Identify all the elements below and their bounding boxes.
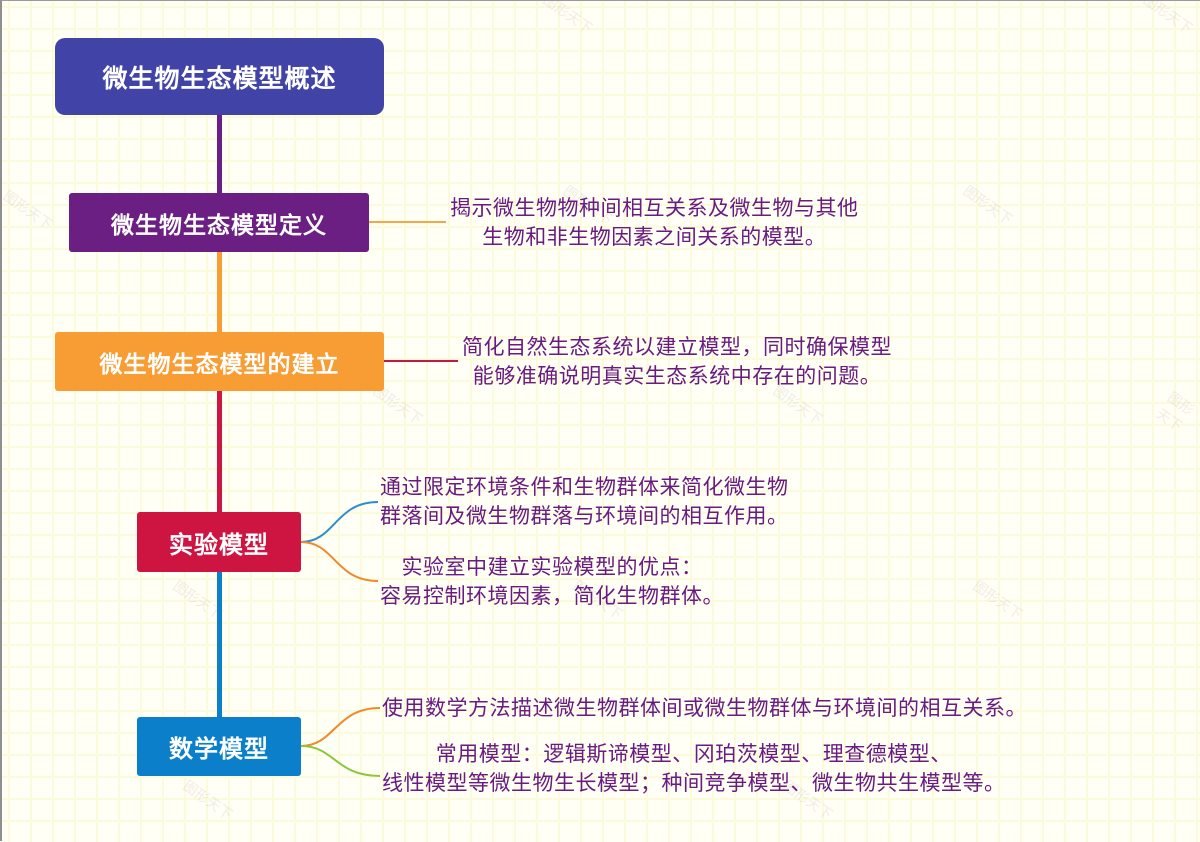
watermark: 图形天下 bbox=[969, 578, 1025, 624]
branch-node-experimental[interactable]: 实验模型 bbox=[137, 512, 301, 572]
leaf-mathematical-2[interactable]: 常用模型：逻辑斯谛模型、冈珀茨模型、理查德模型、 线性模型等微生物生长模型；种间… bbox=[382, 740, 1006, 798]
leaf-experimental-2[interactable]: 实验室中建立实验模型的优点： 容易控制环境因素，简化生物群体。 bbox=[380, 553, 724, 611]
watermark: 图形天下 bbox=[1152, 389, 1197, 436]
leaf-line: 通过限定环境条件和生物群体来简化微生物 bbox=[380, 475, 789, 499]
branch-node-label: 实验模型 bbox=[169, 530, 269, 559]
branch-node-definition[interactable]: 微生物生态模型定义 bbox=[69, 193, 369, 252]
leaf-definition[interactable]: 揭示微生物物种间相互关系及微生物与其他 生物和非生物因素之间关系的模型。 bbox=[450, 194, 859, 252]
leaf-line: 揭示微生物物种间相互关系及微生物与其他 bbox=[450, 196, 859, 220]
watermark: 图形天下 bbox=[959, 183, 1015, 229]
watermark: 图形天下 bbox=[0, 188, 55, 234]
leaf-line: 线性模型等微生物生长模型；种间竞争模型、微生物共生模型等。 bbox=[382, 771, 1006, 795]
leaf-mathematical-1[interactable]: 使用数学方法描述微生物群体间或微生物群体与环境间的相互关系。 bbox=[382, 694, 1027, 723]
branch-node-building[interactable]: 微生物生态模型的建立 bbox=[55, 332, 384, 391]
connector-definition-building bbox=[217, 252, 222, 332]
connector-building-experimental bbox=[217, 391, 222, 512]
leaf-line: 容易控制环境因素，简化生物群体。 bbox=[380, 584, 724, 608]
leaf-line: 使用数学方法描述微生物群体间或微生物群体与环境间的相互关系。 bbox=[382, 696, 1027, 720]
root-node-label: 微生物生态模型概述 bbox=[102, 63, 337, 93]
leaf-experimental-1[interactable]: 通过限定环境条件和生物群体来简化微生物 群落间及微生物群落与环境间的相互作用。 bbox=[380, 473, 789, 531]
leaf-line: 实验室中建立实验模型的优点： bbox=[401, 555, 703, 579]
branch-node-label: 数学模型 bbox=[169, 735, 269, 763]
branch-node-label: 微生物生态模型定义 bbox=[111, 212, 327, 239]
leaf-line: 简化自然生态系统以建立模型，同时确保模型 bbox=[462, 335, 892, 359]
watermark: 图形天下 bbox=[539, 0, 595, 38]
watermark: 图形天下 bbox=[179, 778, 235, 824]
leaf-line: 能够准确说明真实生态系统中存在的问题。 bbox=[472, 364, 882, 388]
leaf-line: 常用模型：逻辑斯谛模型、冈珀茨模型、理查德模型、 bbox=[435, 742, 952, 766]
leaf-building[interactable]: 简化自然生态系统以建立模型，同时确保模型 能够准确说明真实生态系统中存在的问题。 bbox=[462, 333, 892, 391]
leaf-line: 群落间及微生物群落与环境间的相互作用。 bbox=[380, 504, 789, 528]
connector-experimental-mathematical bbox=[217, 572, 222, 717]
leaf-line: 生物和非生物因素之间关系的模型。 bbox=[482, 225, 827, 249]
connector-root-definition bbox=[217, 115, 222, 193]
watermark: 图形天下 bbox=[1139, 0, 1195, 38]
branch-node-mathematical[interactable]: 数学模型 bbox=[137, 717, 301, 776]
branch-node-label: 微生物生态模型的建立 bbox=[99, 351, 340, 378]
root-node[interactable]: 微生物生态模型概述 bbox=[55, 38, 384, 115]
